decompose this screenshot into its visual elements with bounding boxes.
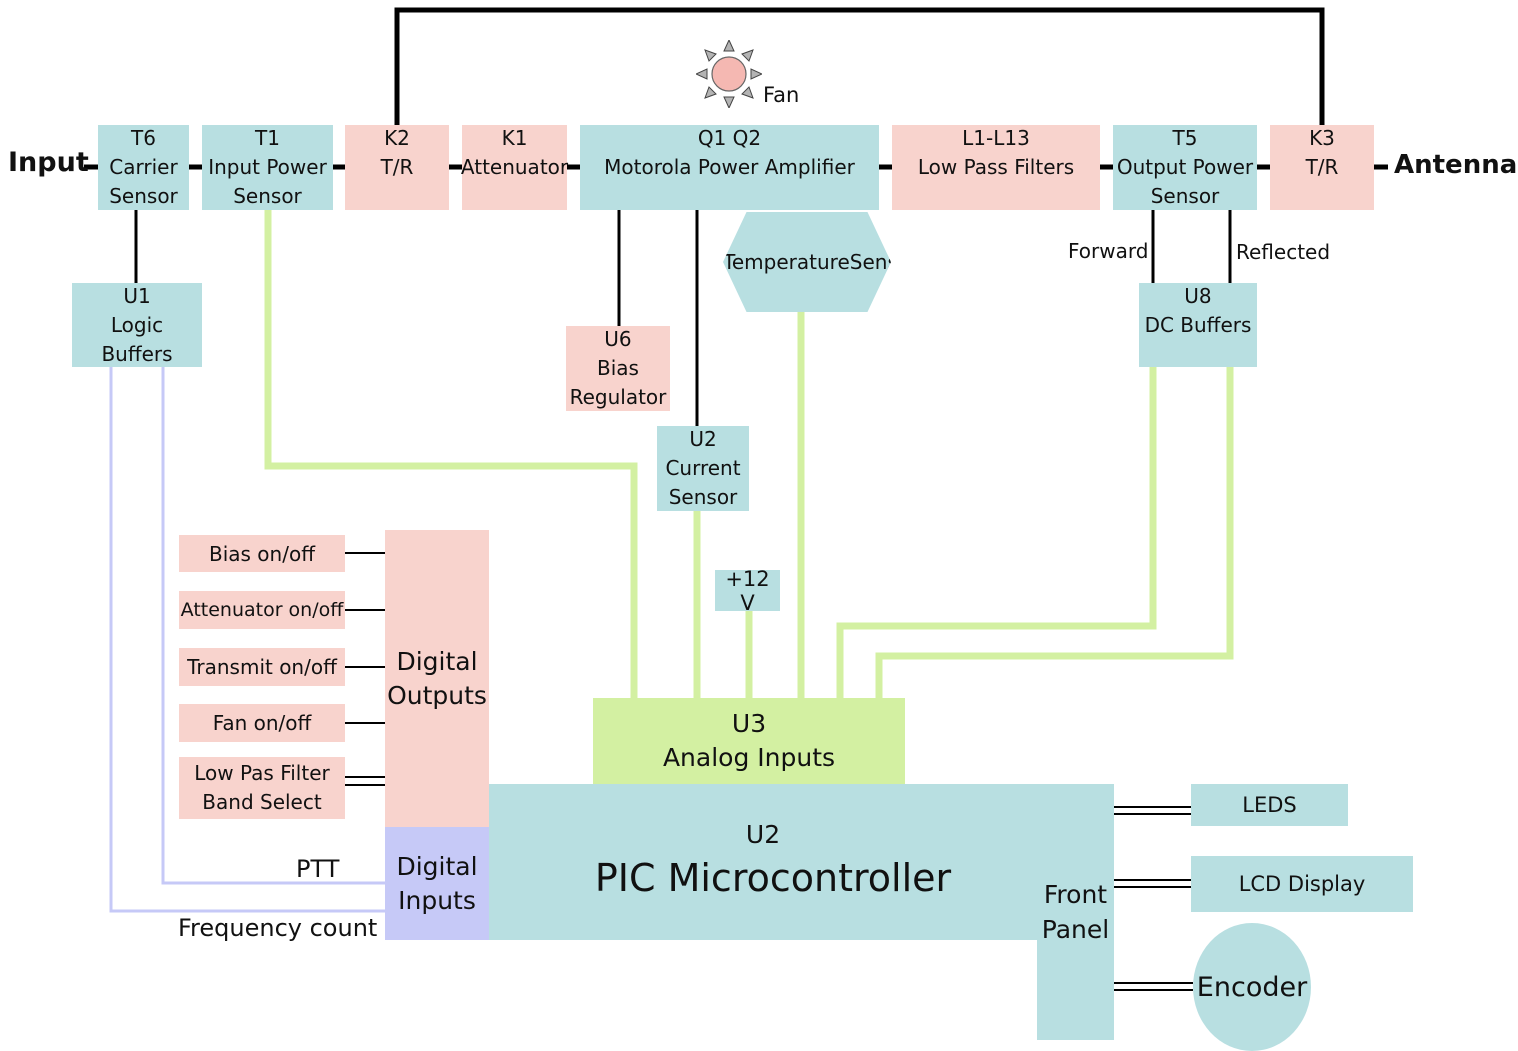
u5-line2: Sensor (849, 249, 919, 274)
u8-line1: DC Buffers (1144, 312, 1252, 337)
u2-current-id: U2 (689, 427, 717, 451)
lpf-line1: Low Pas Filter (194, 761, 330, 785)
frequency-count-label: Frequency count (178, 914, 378, 942)
digital-inputs-line2: Inputs (398, 885, 476, 915)
reflected-label: Reflected (1236, 240, 1331, 264)
u5-temperature-sensor-block: U5TemperatureSensor (723, 212, 891, 312)
digital-inputs-line1: Digital (396, 851, 478, 881)
lcd-display-block: LCD Display (1191, 856, 1413, 912)
digital-output-lines (345, 552, 385, 786)
k3-id: K3 (1309, 126, 1335, 150)
t1-line1: Input Power (208, 155, 327, 179)
tr-bypass-line (394, 7, 1325, 125)
u8-id: U8 (1184, 283, 1212, 308)
q1q2-line1: Motorola Power Amplifier (604, 155, 855, 179)
sensor-lines (134, 210, 1232, 426)
u1-line2: Buffers (101, 341, 173, 366)
digital-outputs-line1: Digital (396, 646, 478, 676)
forward-label: Forward (1068, 239, 1149, 263)
output-transmit-onoff: Transmit on/off (179, 648, 345, 686)
input-terminal-label: Input (8, 147, 89, 178)
k3-line1: T/R (1305, 155, 1339, 179)
lpf-line2: Band Select (202, 790, 322, 814)
output-bias-onoff: Bias on/off (179, 535, 345, 572)
q1q2-power-amplifier-block: Q1 Q2 Motorola Power Amplifier (580, 125, 879, 210)
front-panel-line2: Panel (1041, 915, 1110, 944)
l1l13-id: L1-L13 (962, 126, 1030, 150)
q1q2-id: Q1 Q2 (697, 126, 762, 150)
l1l13-line1: Low Pass Filters (917, 155, 1075, 179)
output-fan-onoff: Fan on/off (179, 704, 345, 742)
t5-id: T5 (1172, 126, 1198, 150)
u2-current-line2: Sensor (668, 485, 738, 509)
plus-12v-supply-block: +12 V (715, 567, 780, 615)
fan-label: Fan (763, 83, 800, 107)
analog-lines (264, 210, 1234, 698)
front-panel-line1: Front (1043, 880, 1108, 909)
k2-line1: T/R (380, 155, 414, 179)
t6-line2: Sensor (109, 184, 178, 208)
u2-current-line1: Current (665, 456, 741, 480)
antenna-terminal-label: Antenna (1394, 150, 1518, 180)
u1-line1: Logic (110, 312, 164, 337)
encoder-block: Encoder (1193, 923, 1311, 1051)
t5-line1: Output Power (1116, 155, 1254, 179)
u3-line1: Analog Inputs (662, 743, 836, 772)
pic-microcontroller-block: U2 PIC Microcontroller (489, 784, 1037, 940)
k1-id: K1 (501, 126, 528, 150)
u5-line1: Temperature (723, 249, 850, 274)
u6-line2: Regulator (569, 385, 667, 409)
k1-line1: Attenuator (460, 155, 569, 179)
ptt-label: PTT (296, 855, 340, 883)
mcu-id: U2 (745, 820, 781, 849)
front-panel-links (1114, 806, 1193, 991)
output-attenuator-onoff: Attenuator on/off (179, 591, 345, 629)
fan-sun-icon (696, 40, 762, 108)
t5-line2: Sensor (1150, 184, 1220, 208)
mcu-name: PIC Microcontroller (594, 856, 952, 900)
digital-outputs-line2: Outputs (387, 680, 487, 710)
u1-id: U1 (123, 283, 151, 308)
t6-line1: Carrier (109, 155, 178, 179)
t1-line2: Sensor (233, 184, 302, 208)
u3-id: U3 (731, 709, 767, 738)
u6-line1: Bias (597, 356, 639, 380)
leds-block: LEDS (1191, 784, 1348, 826)
t6-id: T6 (131, 126, 156, 150)
u6-id: U6 (604, 327, 632, 351)
digital-input-lines (109, 367, 385, 913)
k2-id: K2 (384, 126, 410, 150)
t1-id: T1 (255, 126, 280, 150)
u8-dc-buffers-block: U8 DC Buffers (1139, 283, 1257, 367)
